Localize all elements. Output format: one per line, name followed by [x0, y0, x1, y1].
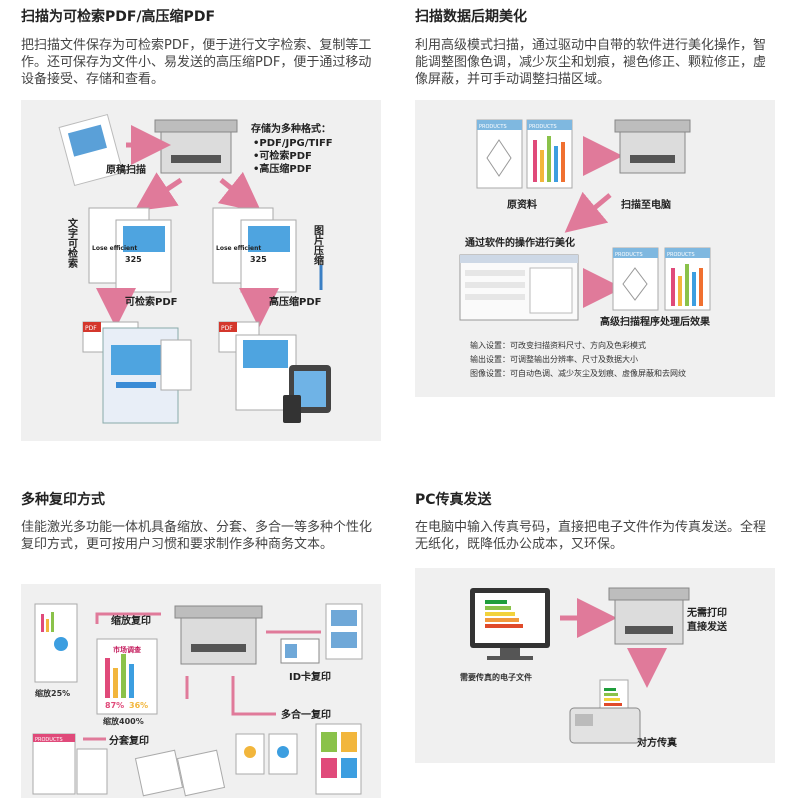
label-beautify-by-software: 通过软件的操作进行美化 — [465, 236, 575, 249]
products-tag-copy: PRODUCTS — [35, 737, 63, 743]
label-no-print: 无需打印 — [686, 606, 727, 619]
collate-doc-icon: PRODUCTS — [32, 733, 226, 797]
printer-icon-2 — [614, 119, 691, 174]
label-searchable-pdf: 可检索PDF — [125, 295, 177, 308]
label-scan-to-pc: 扫描至电脑 — [621, 198, 671, 211]
label-zoom-400: 缩放400% — [103, 716, 144, 726]
copy-modes-illustration: 缩放25% 缩放复印 市场调查 87% 36% 缩放400% — [21, 584, 381, 798]
pdf-window-right: PDF — [218, 321, 331, 423]
compressed-doc-icon: Lose efficient 325 — [212, 207, 297, 293]
label-source: 原资料 — [507, 198, 537, 211]
result-doc-icon: PRODUCTS PRODUCTS — [612, 247, 711, 311]
label-zoom-25: 缩放25% — [35, 688, 70, 698]
multi-doc-icon — [235, 723, 362, 795]
scan-beautify-desc: 利用高级模式扫描，通过驱动中自带的软件进行美化操作，智能调整图像色调，减少灰尘和… — [415, 38, 767, 87]
copy-modes-desc: 佳能激光多功能一体机具备缩放、分套、多合一等多种个性化复印方式，更可按用户习惯和… — [21, 520, 373, 552]
printer-icon — [154, 119, 238, 174]
label-zoom-copy: 缩放复印 — [111, 614, 151, 627]
products-tag-3: PRODUCTS — [615, 252, 643, 258]
products-tag-4: PRODUCTS — [667, 252, 695, 258]
label-original-scan: 原稿扫描 — [106, 163, 146, 176]
label-direct-send: 直接发送 — [687, 620, 728, 633]
printer-icon-4 — [608, 587, 690, 645]
products-tag-1: PRODUCTS — [479, 124, 507, 130]
scan-beautify-illustration: PRODUCTS PRODUCTS 原资料 扫描至电脑 通过软件的操作进行美化 — [415, 100, 775, 397]
software-window — [459, 254, 579, 321]
label-format-1: •PDF/JPG/TIFF — [253, 138, 333, 149]
label-output-setting: 输出设置：可调整输出分辨率、尺寸及数据大小 — [470, 354, 638, 364]
pc-fax-desc: 在电脑中输入传真号码，直接把电子文件作为传真发送。全程无纸化，既降低办公成本，又… — [415, 520, 767, 552]
doc-heading-left: Lose efficient — [92, 245, 137, 252]
source-doc-icon: PRODUCTS PRODUCTS — [476, 119, 573, 189]
label-id-copy: ID卡复印 — [289, 670, 331, 683]
original-paper-icon — [58, 113, 124, 187]
label-format-2: •可检索PDF — [253, 149, 312, 162]
scan-pdf-title: 扫描为可检索PDF/高压缩PDF — [21, 9, 216, 25]
copy-modes-title: 多种复印方式 — [21, 492, 105, 508]
large-doc-icon: 市场调查 87% 36% — [96, 638, 158, 715]
pdf-tag-left: PDF — [85, 325, 97, 332]
searchable-doc-icon: Lose efficient 325 — [88, 207, 172, 293]
pdf-tag-right: PDF — [221, 325, 233, 332]
doc-number-left: 325 — [125, 255, 142, 264]
doc-number-right: 325 — [250, 255, 267, 264]
label-market-survey: 市场调查 — [113, 645, 142, 654]
doc-heading-right: Lose efficient — [216, 245, 261, 252]
products-tag-2: PRODUCTS — [529, 124, 557, 130]
label-pct-87: 87% — [105, 701, 124, 710]
label-text-search: 文字可检索 — [66, 217, 78, 269]
id-card-icon — [280, 603, 363, 664]
label-recipient: 对方传真 — [637, 736, 677, 749]
label-multi-copy: 多合一复印 — [281, 708, 331, 721]
printer-icon-3 — [174, 605, 263, 665]
small-doc-icon — [34, 603, 78, 683]
scan-pdf-illustration: 原稿扫描 存储为多种格式： •PDF/JPG/TIFF •可检索PDF •高压缩… — [21, 100, 381, 441]
label-formats-title: 存储为多种格式： — [251, 122, 331, 135]
label-compressed-pdf: 高压缩PDF — [269, 295, 321, 308]
pdf-window-left: PDF — [82, 321, 192, 424]
scan-beautify-title: 扫描数据后期美化 — [415, 9, 527, 25]
scan-pdf-desc: 把扫描文件保存为可检索PDF，便于进行文字检索、复制等工作。还可保存为文件小、易… — [21, 38, 372, 87]
label-image-compress: 图片压缩 — [312, 225, 324, 266]
label-format-3: •高压缩PDF — [253, 162, 312, 175]
pc-fax-title: PC传真发送 — [415, 492, 492, 508]
pc-fax-illustration: 需要传真的电子文件 无需打印 直接发送 对方传真 — [415, 568, 775, 763]
label-advanced-result: 高级扫描程序处理后效果 — [600, 315, 711, 328]
label-image-setting: 图像设置：可自动色调、减少灰尘及划痕、虚像屏蔽和去网纹 — [470, 368, 686, 378]
fax-machine-icon — [569, 679, 641, 744]
label-e-file: 需要传真的电子文件 — [460, 672, 532, 682]
label-pct-36: 36% — [129, 701, 148, 710]
label-collate-copy: 分套复印 — [109, 734, 149, 747]
monitor-icon — [470, 588, 550, 660]
label-input-setting: 输入设置：可改变扫描资料尺寸、方向及色彩模式 — [470, 340, 646, 350]
